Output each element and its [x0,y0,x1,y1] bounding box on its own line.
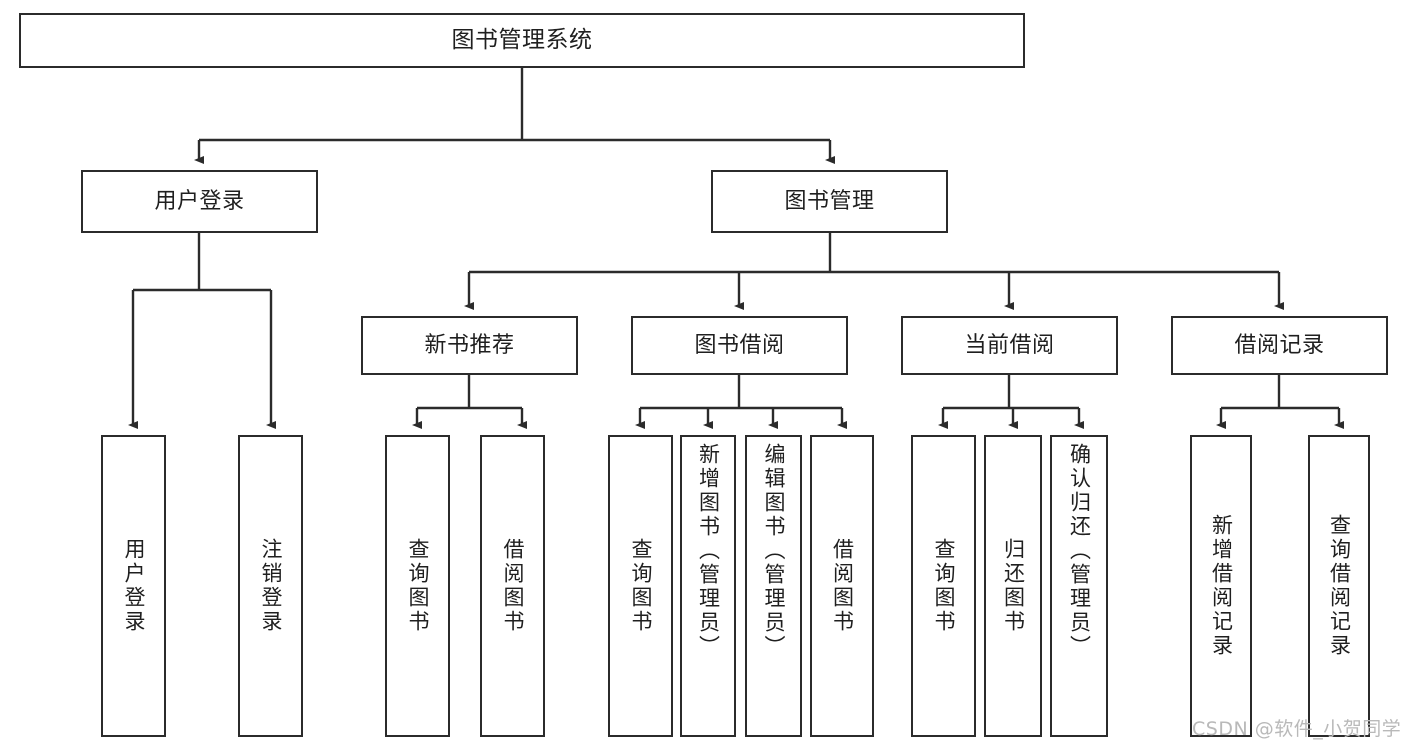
node-leaf-query-book-rec-label: 查询图书 [406,538,430,634]
node-book-borrow-label: 图书借阅 [694,332,785,358]
node-borrow-record-label: 借阅记录 [1234,332,1325,358]
node-leaf-query-book-cur-label: 查询图书 [932,538,956,634]
node-leaf-query-book-rec[interactable]: 查询图书 [385,435,450,737]
node-book-borrow[interactable]: 图书借阅 [631,316,848,375]
node-book-manage-label: 图书管理 [784,188,875,214]
node-leaf-add-book[interactable]: 新增图书（管理员） [680,435,736,737]
node-leaf-query-record-label: 查询借阅记录 [1327,514,1352,658]
node-leaf-query-book-borrow[interactable]: 查询图书 [608,435,673,737]
node-leaf-borrow-book[interactable]: 借阅图书 [810,435,874,737]
node-root[interactable]: 图书管理系统 [19,13,1025,68]
node-leaf-query-book-borrow-label: 查询图书 [629,538,653,634]
node-leaf-edit-book-label: 编辑图书（管理员） [762,443,786,659]
node-leaf-edit-book[interactable]: 编辑图书（管理员） [745,435,802,737]
node-leaf-add-book-label: 新增图书（管理员） [696,443,721,659]
node-current-borrow[interactable]: 当前借阅 [901,316,1118,375]
node-borrow-record[interactable]: 借阅记录 [1171,316,1388,375]
node-leaf-borrow-book-rec-label: 借阅图书 [501,538,525,634]
node-leaf-return-book-label: 归还图书 [1001,538,1026,634]
node-leaf-user-logout[interactable]: 注销登录 [238,435,303,737]
node-leaf-confirm-return-label: 确认归还（管理员） [1067,443,1092,659]
node-leaf-return-book[interactable]: 归还图书 [984,435,1042,737]
node-leaf-user-login[interactable]: 用户登录 [101,435,166,737]
node-new-book-recommend[interactable]: 新书推荐 [361,316,578,375]
node-user-login[interactable]: 用户登录 [81,170,318,233]
node-book-manage[interactable]: 图书管理 [711,170,948,233]
node-user-login-label: 用户登录 [154,188,245,214]
node-new-book-recommend-label: 新书推荐 [424,332,515,358]
node-root-label: 图书管理系统 [451,26,593,53]
node-leaf-borrow-book-label: 借阅图书 [830,538,855,634]
node-leaf-query-book-cur[interactable]: 查询图书 [911,435,976,737]
node-current-borrow-label: 当前借阅 [964,332,1055,358]
node-leaf-confirm-return[interactable]: 确认归还（管理员） [1050,435,1108,737]
node-leaf-add-record-label: 新增借阅记录 [1209,514,1234,658]
watermark: CSDN @软件_小贺同学 [1192,718,1402,740]
node-leaf-user-logout-label: 注销登录 [259,538,283,634]
node-leaf-borrow-book-rec[interactable]: 借阅图书 [480,435,545,737]
node-leaf-user-login-label: 用户登录 [122,538,146,634]
node-leaf-query-record[interactable]: 查询借阅记录 [1308,435,1370,737]
node-leaf-add-record[interactable]: 新增借阅记录 [1190,435,1252,737]
